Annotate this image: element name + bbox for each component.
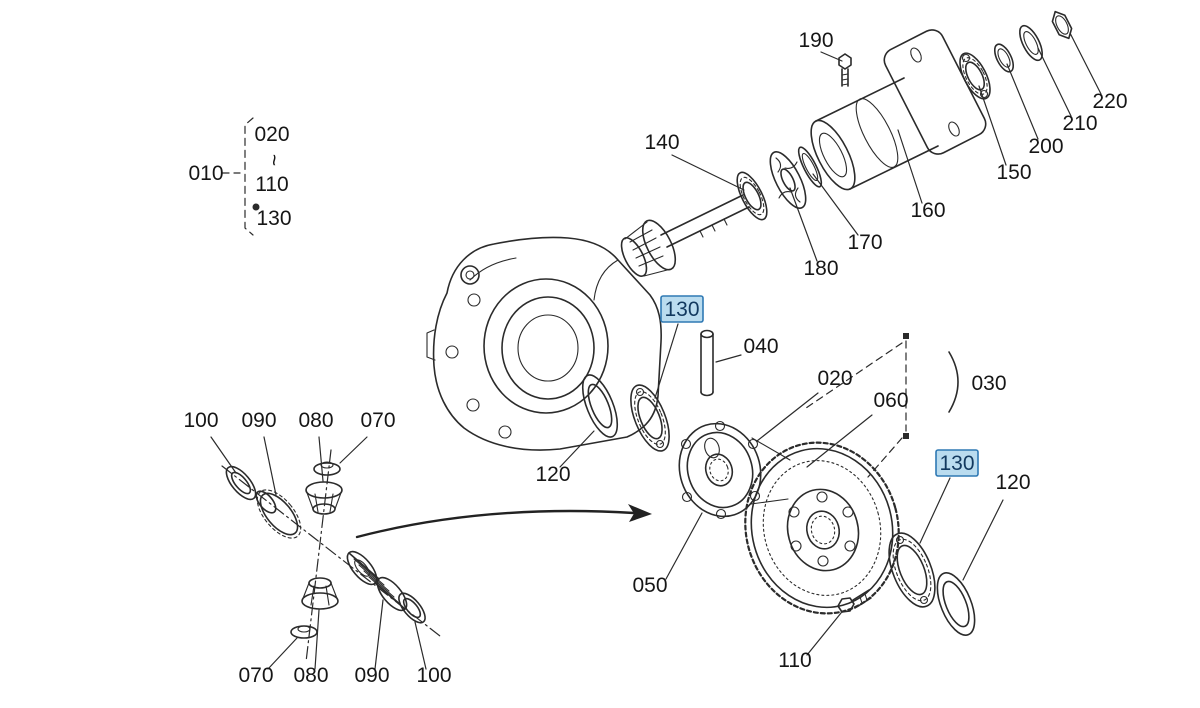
differential-case <box>678 420 791 520</box>
callout-150[interactable]: 150 <box>996 161 1031 184</box>
callout-140[interactable]: 140 <box>644 131 679 154</box>
callout-120-left[interactable]: 120 <box>535 463 570 486</box>
lock-pin <box>700 329 714 397</box>
callout-080-bottom[interactable]: 080 <box>293 664 328 687</box>
pinion-shaft <box>660 194 750 248</box>
callout-010[interactable]: 010 <box>188 162 223 185</box>
side-gear-coupling-bottom <box>346 550 408 612</box>
legend-range-start[interactable]: 020 <box>254 123 289 146</box>
callout-070-top[interactable]: 070 <box>360 409 395 432</box>
callout-070-bottom[interactable]: 070 <box>238 664 273 687</box>
leader-lines <box>210 32 1102 670</box>
legend-bullet <box>252 203 260 211</box>
collar <box>993 43 1015 73</box>
shim-washer-left <box>581 374 619 438</box>
callout-190[interactable]: 190 <box>798 29 833 52</box>
spider-pinion-bottom <box>301 577 339 610</box>
shaft-nut <box>1051 10 1073 40</box>
callout-110[interactable]: 110 <box>778 649 811 672</box>
legend-range-end[interactable]: 110 <box>255 173 288 196</box>
outer-bearing <box>959 52 991 100</box>
callout-130-center[interactable]: 130 <box>664 298 699 321</box>
assembly-arrow <box>355 504 652 539</box>
seal-ring <box>797 146 823 188</box>
side-bevel-gear-top <box>255 489 302 539</box>
bearing-case <box>810 29 987 191</box>
retainer-ring <box>1019 24 1043 62</box>
group-030-bracket <box>805 333 959 478</box>
spider-pinion-top <box>305 481 343 515</box>
side-gear-washer-bottom <box>398 592 426 624</box>
callout-050[interactable]: 050 <box>632 574 667 597</box>
pinion-shaft-assembly <box>620 10 1073 277</box>
side-gear-washer-top <box>225 465 257 501</box>
highlighted-callout-130-center[interactable]: 130 <box>660 295 704 323</box>
callout-120-right[interactable]: 120 <box>995 471 1030 494</box>
callout-080-top[interactable]: 080 <box>298 409 333 432</box>
diff-bearing-right <box>888 532 936 608</box>
diff-bearing-left <box>630 384 670 452</box>
callout-180[interactable]: 180 <box>803 257 838 280</box>
pinion-bearing <box>736 171 768 221</box>
bevel-pinion-gear <box>620 219 677 277</box>
callout-130-right[interactable]: 130 <box>939 452 974 475</box>
callout-100-top[interactable]: 100 <box>183 409 218 432</box>
case-bolt <box>838 53 852 87</box>
axle-housing <box>426 236 662 451</box>
ring-gear <box>744 441 900 615</box>
callout-090-top[interactable]: 090 <box>241 409 276 432</box>
lock-washer <box>769 151 807 209</box>
spider-washer-top <box>313 461 341 476</box>
callout-labels: 190 220 210 200 150 160 170 180 140 040 … <box>183 29 1127 687</box>
callout-060[interactable]: 060 <box>873 389 908 412</box>
callout-170[interactable]: 170 <box>847 231 882 254</box>
callout-160[interactable]: 160 <box>910 199 945 222</box>
spider-gear-set <box>221 449 441 663</box>
legend-group: 010 020 ~ 110 130 <box>188 117 292 236</box>
highlighted-callout-130-right[interactable]: 130 <box>935 449 979 477</box>
callout-040[interactable]: 040 <box>743 335 778 358</box>
callout-210[interactable]: 210 <box>1062 112 1097 135</box>
legend-range-separator: ~ <box>262 154 285 166</box>
callout-030[interactable]: 030 <box>971 372 1006 395</box>
ring-gear-bolt <box>837 589 872 613</box>
callout-090-bottom[interactable]: 090 <box>354 664 389 687</box>
legend-extra-item[interactable]: 130 <box>256 207 291 230</box>
spider-washer-bottom <box>290 625 318 639</box>
callout-100-bottom[interactable]: 100 <box>416 664 451 687</box>
callout-200[interactable]: 200 <box>1028 135 1063 158</box>
callout-020[interactable]: 020 <box>817 367 852 390</box>
callout-220[interactable]: 220 <box>1092 90 1127 113</box>
shim-washer-right <box>936 572 976 636</box>
